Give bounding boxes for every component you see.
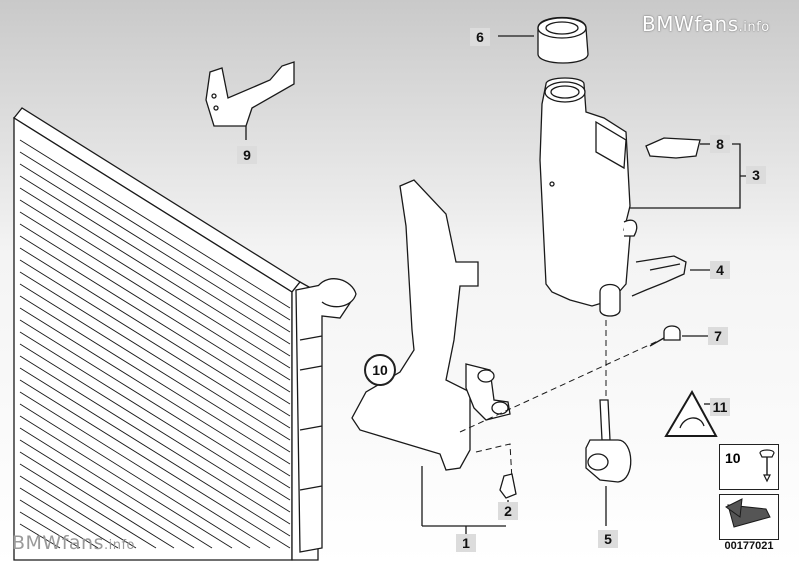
- warning-label-part-11: [664, 389, 718, 437]
- diagram-id: 00177021: [724, 540, 774, 552]
- clip-part-8: [645, 137, 712, 159]
- expansion-tank-part-3: [539, 77, 638, 317]
- callout-10: 10: [364, 354, 396, 386]
- callout-6: 6: [470, 28, 490, 46]
- rivet-icon: [759, 449, 775, 483]
- callout-3: 3: [746, 166, 766, 184]
- callout-4: 4: [710, 261, 730, 279]
- cap-part-6: [498, 16, 589, 64]
- arrow-icon: [725, 498, 771, 528]
- screw-part-7: [649, 325, 710, 347]
- reference-box-number: 10: [725, 450, 741, 466]
- callout-2: 2: [498, 502, 518, 520]
- tank-bracket-part-10: [351, 179, 511, 526]
- bracket-part-9: [205, 61, 295, 140]
- callout-5: 5: [598, 530, 618, 548]
- callout-1: 1: [456, 534, 476, 552]
- radiator: [13, 107, 357, 561]
- clip-part-2: [499, 473, 517, 504]
- leader-3: [630, 143, 746, 209]
- clip-part-4: [631, 255, 712, 297]
- watermark-bottom: BMWfans.info: [12, 532, 136, 554]
- callout-9: 9: [237, 146, 257, 164]
- callout-11: 11: [710, 398, 730, 416]
- callout-8: 8: [710, 135, 730, 153]
- callout-7: 7: [708, 327, 728, 345]
- watermark-top: BMWfans.info: [642, 12, 770, 36]
- level-sensor-part-5: [585, 399, 632, 526]
- reference-arrow-box: [719, 494, 779, 540]
- reference-box-part-10: 10: [719, 444, 779, 490]
